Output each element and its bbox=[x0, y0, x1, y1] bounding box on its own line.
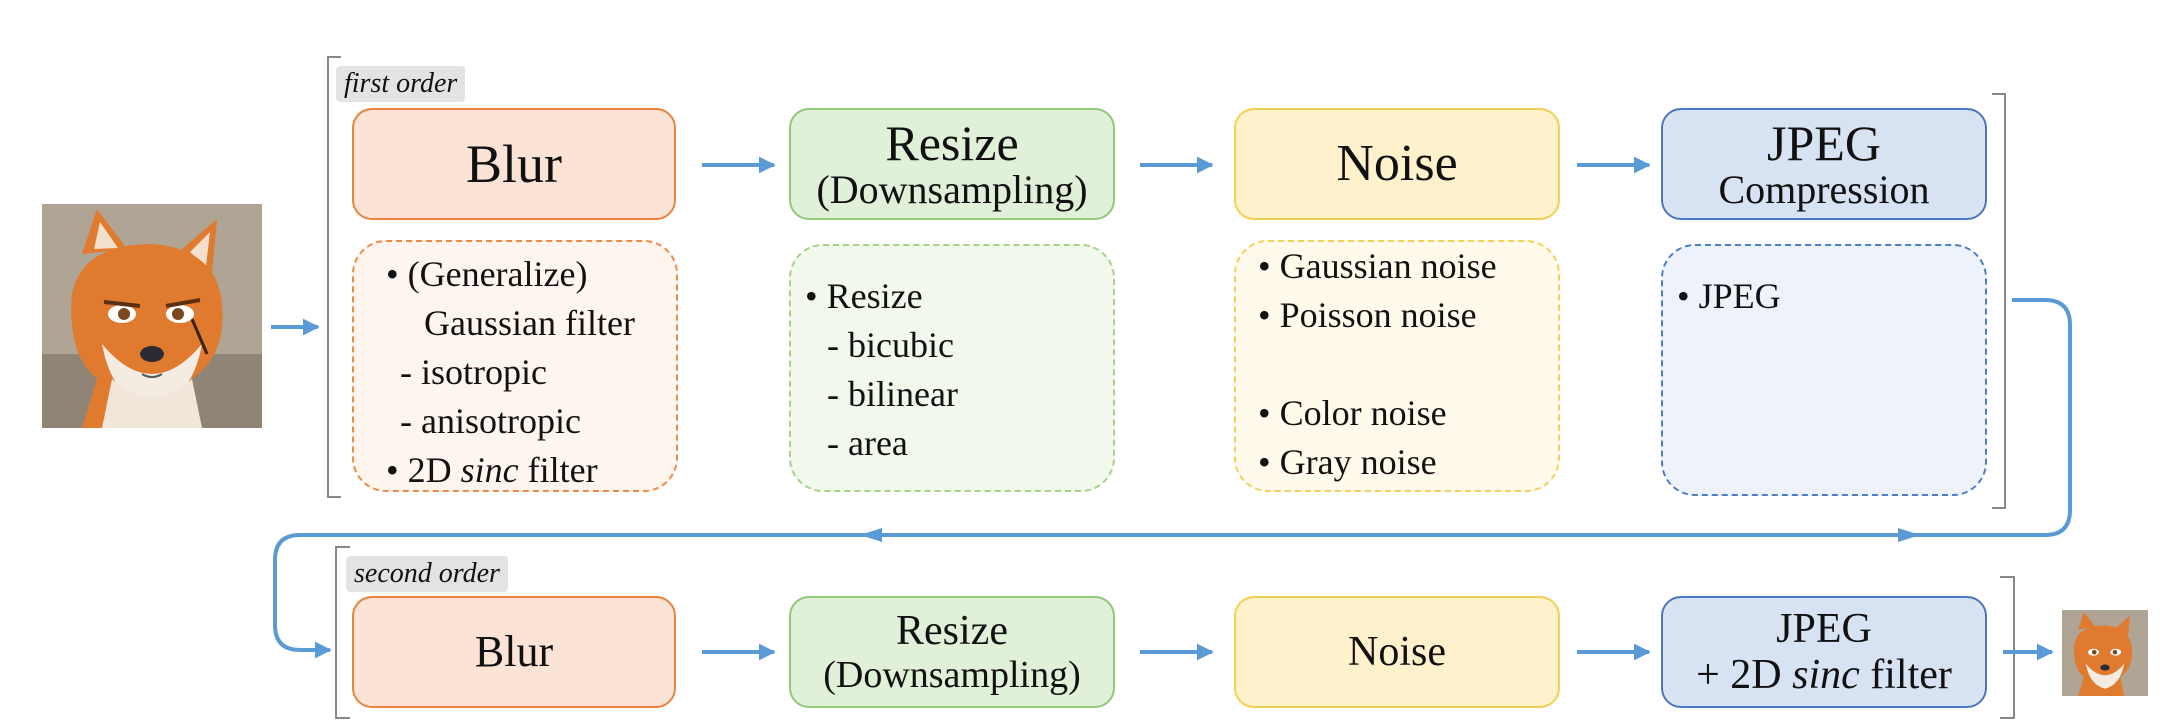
first-order-label: first order bbox=[336, 66, 466, 102]
second-resize-box: Resize (Downsampling) bbox=[789, 596, 1115, 708]
first-resize-title: Resize bbox=[885, 115, 1019, 171]
second-jpeg-box: JPEG + 2D sinc filter bbox=[1661, 596, 1987, 708]
output-image bbox=[2062, 610, 2148, 696]
second-blur-box: Blur bbox=[352, 596, 676, 708]
noise-option-gray: • Gray noise bbox=[1258, 442, 1437, 482]
blur-option-anisotropic: - anisotropic bbox=[400, 401, 581, 441]
blur-option-sinc: • 2D sinc filter bbox=[386, 450, 598, 490]
noise-options-box: • Gaussian noise • Poisson noise • Color… bbox=[1234, 240, 1560, 492]
loop-arrowhead-2 bbox=[860, 528, 882, 542]
first-blur-box: Blur bbox=[352, 108, 676, 220]
jpeg-option-jpeg: • JPEG bbox=[1677, 276, 1781, 316]
second-jpeg-subtitle: + 2D sinc filter bbox=[1696, 652, 1952, 698]
jpeg-options-box: • JPEG bbox=[1661, 244, 1987, 496]
first-jpeg-box: JPEG Compression bbox=[1661, 108, 1987, 220]
first-noise-title: Noise bbox=[1336, 135, 1458, 192]
second-jpeg-title: JPEG bbox=[1776, 606, 1872, 652]
second-resize-title: Resize bbox=[896, 608, 1008, 654]
second-order-left-bracket bbox=[335, 546, 350, 719]
first-noise-box: Noise bbox=[1234, 108, 1560, 220]
second-noise-box: Noise bbox=[1234, 596, 1560, 708]
second-noise-title: Noise bbox=[1348, 629, 1446, 675]
second-blur-title: Blur bbox=[474, 627, 554, 676]
blur-option-isotropic: - isotropic bbox=[400, 352, 547, 392]
second-order-label: second order bbox=[346, 556, 508, 592]
first-blur-title: Blur bbox=[465, 134, 562, 194]
second-order-right-bracket bbox=[2000, 576, 2015, 719]
first-resize-subtitle: (Downsampling) bbox=[816, 167, 1088, 212]
loop-back-arrow bbox=[273, 298, 2072, 659]
first-jpeg-subtitle: Compression bbox=[1718, 167, 1930, 212]
resize-option-bicubic: - bicubic bbox=[827, 325, 954, 365]
second-resize-subtitle: (Downsampling) bbox=[823, 654, 1081, 696]
input-image bbox=[42, 204, 262, 428]
first-jpeg-title: JPEG bbox=[1767, 115, 1881, 171]
blur-options-box: • (Generalize) Gaussian filter - isotrop… bbox=[352, 240, 678, 492]
resize-option-bilinear: - bilinear bbox=[827, 374, 958, 414]
noise-option-poisson: • Poisson noise bbox=[1258, 295, 1477, 335]
first-order-left-bracket bbox=[327, 56, 341, 498]
resize-option-area: - area bbox=[827, 423, 908, 463]
first-order-right-bracket bbox=[1992, 93, 2006, 509]
fox-illustration bbox=[42, 204, 262, 428]
blur-option-gaussian: Gaussian filter bbox=[424, 303, 635, 343]
resize-option-resize: • Resize bbox=[805, 276, 923, 316]
resize-options-box: • Resize - bicubic - bilinear - area bbox=[789, 244, 1115, 492]
blur-option-generalized: • (Generalize) bbox=[386, 254, 588, 294]
noise-option-gaussian: • Gaussian noise bbox=[1258, 246, 1497, 286]
noise-option-color: • Color noise bbox=[1258, 393, 1447, 433]
first-resize-box: Resize (Downsampling) bbox=[789, 108, 1115, 220]
loop-arrowhead-1 bbox=[1898, 528, 1920, 542]
fox-illustration-small bbox=[2062, 610, 2148, 696]
